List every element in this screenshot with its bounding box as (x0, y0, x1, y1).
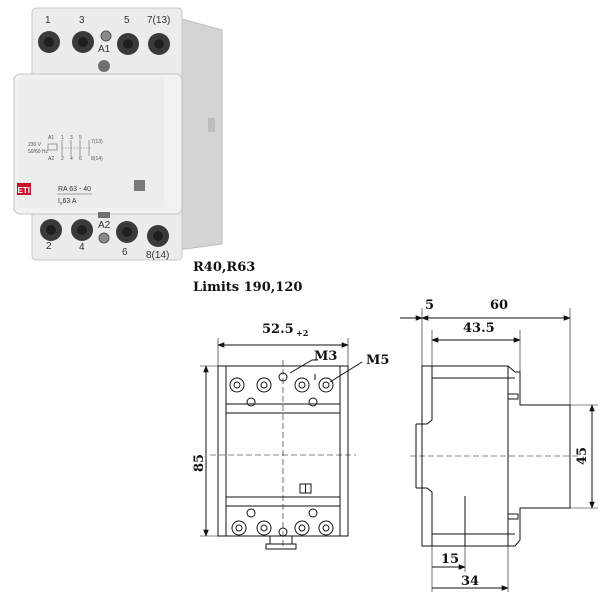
schematic-label: 50/60 Hz (28, 149, 49, 155)
coil-label: A1 (98, 44, 111, 55)
terminal-label: 2 (46, 241, 52, 252)
schematic-label: 7(13) (91, 139, 103, 145)
schematic-label: 1 (61, 135, 64, 141)
terminal-label: 7(13) (147, 15, 170, 26)
schematic-label: 3 (70, 135, 73, 141)
terminal-screw (72, 31, 94, 53)
caption: R40,R63 Limits 190,120 (193, 258, 302, 298)
current-sub: e (60, 201, 63, 206)
coil-screw (100, 30, 112, 42)
schematic-label: A1 (48, 135, 54, 141)
terminal-screw (116, 221, 138, 243)
terminal-screw (71, 219, 93, 241)
mount-hole (98, 60, 110, 72)
dim-depth-body: 43.5 (463, 321, 495, 336)
caption-line-limits: Limits 190,120 (193, 280, 303, 295)
svg-text:Ie63 A: Ie63 A (58, 198, 77, 206)
front-view-drawing (200, 338, 363, 550)
dim-width-main: 52.5 (262, 322, 294, 337)
schematic-label: 6 (79, 156, 82, 162)
schematic-label: 5 (79, 135, 82, 141)
terminal-label: 5 (124, 15, 130, 26)
terminal-screw (147, 225, 169, 247)
terminal-screw (38, 31, 60, 53)
terminal-label: 6 (122, 247, 128, 258)
caption-line-models: R40,R63 (193, 260, 256, 275)
schematic-label: 2 (61, 156, 64, 162)
dim-rail-depth: 34 (461, 574, 479, 589)
current-value: 63 A (62, 198, 76, 205)
dim-height: 85 (192, 454, 207, 472)
terminal-label: 8(14) (146, 250, 169, 261)
dim-rail-offset: 15 (441, 552, 459, 567)
contactor-photo: 1 3 5 7(13) A1 2 4 A2 6 8(14) 230 V 50/6… (13, 7, 223, 261)
terminal-screw (117, 33, 139, 55)
model-label: RA 63 - 40 (58, 186, 91, 193)
terminal-label: 4 (79, 242, 85, 253)
dim-height-front: 45 (575, 447, 590, 465)
status-indicator (134, 180, 145, 191)
dim-offset: 5 (425, 298, 434, 313)
terminal-label: 1 (45, 15, 51, 26)
coil-label: A2 (98, 220, 111, 231)
terminal-label: 3 (79, 15, 85, 26)
brand-logo: ETI (18, 186, 30, 195)
side-view-drawing (400, 308, 598, 592)
wiring-schematic (47, 140, 92, 156)
screw-label-m3: M3 (314, 349, 337, 364)
schematic-label: 8(14) (91, 156, 103, 162)
dim-width-tolerance: +2 (296, 328, 308, 338)
current-label: I (58, 198, 60, 205)
dim-depth-total: 60 (490, 298, 508, 313)
coil-screw (98, 232, 110, 244)
terminal-screw (148, 33, 170, 55)
terminal-screw (40, 219, 62, 241)
schematic-label: A2 (48, 156, 54, 162)
schematic-label: 230 V (28, 142, 42, 148)
screw-label-m5: M5 (366, 353, 389, 368)
schematic-label: 4 (70, 156, 73, 162)
